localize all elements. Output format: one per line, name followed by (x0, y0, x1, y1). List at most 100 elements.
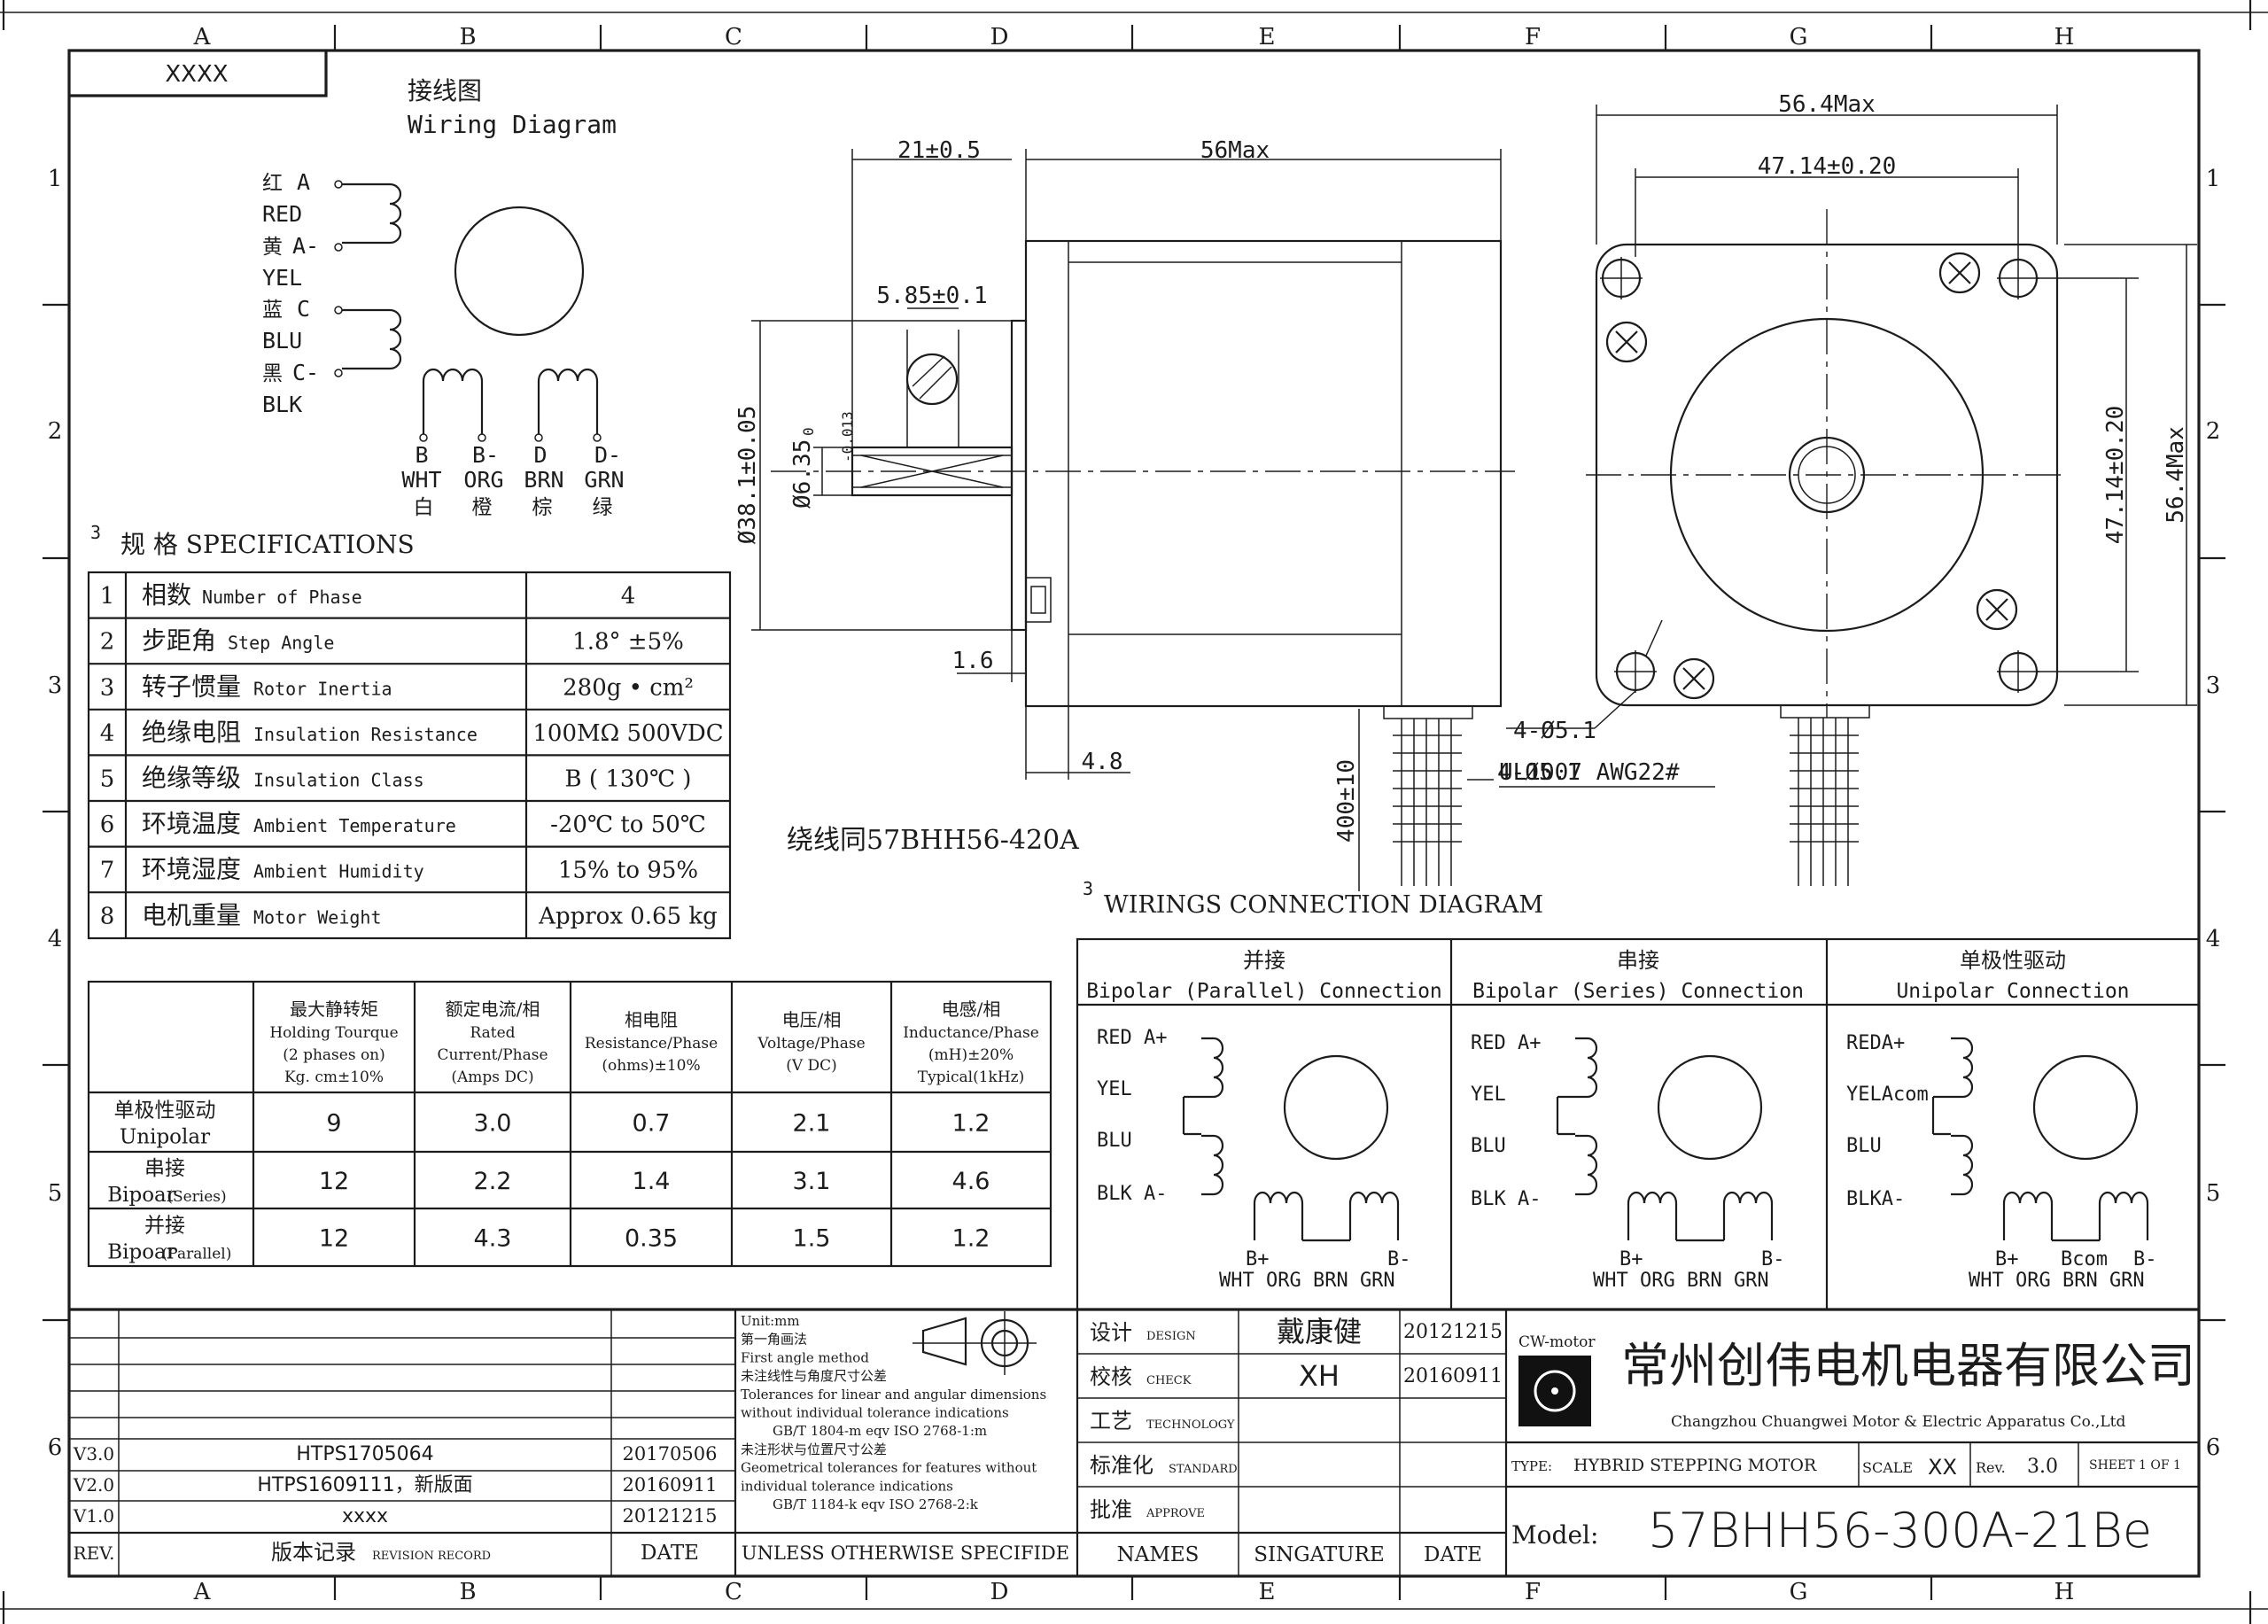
conn-pin: Bcom (2061, 1248, 2108, 1270)
row-label: 5 (48, 1180, 63, 1207)
signoff-signature: XH (1299, 1359, 1340, 1393)
conn-lead-label: BLKA- (1846, 1188, 1905, 1210)
dim-holes: 4-Ø5.1 (1497, 759, 1581, 786)
lead-cn: 黑 (262, 362, 283, 385)
perf-value: 1.2 (952, 1110, 990, 1138)
conn-lead-label: BLU (1097, 1130, 1132, 1152)
perf-row-en: Bipoar (107, 1241, 176, 1264)
perf-header: Voltage/Phase (757, 1035, 865, 1053)
col-label: H (2054, 1579, 2075, 1605)
spec-name-cn: 转子惯量 (142, 672, 241, 701)
conn-panel-title-cn: 并接 (1243, 948, 1285, 973)
tolerance-line: without individual tolerance indications (741, 1405, 1009, 1421)
row-label: 5 (2206, 1180, 2221, 1207)
col-label: F (1525, 24, 1541, 51)
perf-value: 3.0 (474, 1110, 512, 1138)
title-box: XXXX (69, 51, 328, 97)
conn-lead-label: YELAcom (1846, 1084, 1929, 1106)
lead-pin: A (297, 169, 310, 195)
row-label: 2 (48, 418, 63, 445)
spec-value: B ( 130℃ ) (565, 765, 692, 792)
conn-lead-label: YEL (1471, 1084, 1506, 1106)
perf-row-sub: (Series) (167, 1188, 226, 1206)
model-label: Model: (1511, 1520, 1598, 1550)
conn-lead-label: BLK A- (1471, 1188, 1541, 1210)
col-label: E (1259, 1579, 1276, 1605)
conn-rotor (2032, 1054, 2139, 1161)
rev-value: 3.0 (2027, 1456, 2058, 1478)
perf-value: 12 (319, 1168, 349, 1195)
dim-front-56-4: 56.4Max (1778, 91, 1876, 118)
conn-lead-label: RED A+ (1471, 1032, 1541, 1054)
perf-row-sub: (Parallel) (162, 1246, 232, 1263)
dim-front-47-14-v: 47.14±0.20 (2102, 406, 2129, 545)
perf-header: 电感/相 (942, 998, 1001, 1020)
tolerance-line: First angle method (741, 1349, 869, 1365)
col-label: B (459, 1579, 476, 1605)
spec-value: 4 (621, 583, 636, 610)
signoff-date: 20160911 (1403, 1365, 1503, 1387)
rev-record: xxxx (342, 1505, 388, 1527)
type-value: HYBRID STEPPING MOTOR (1573, 1456, 1817, 1475)
conn-rotor (1657, 1054, 1763, 1161)
perf-header: (V DC) (786, 1057, 837, 1075)
conn-colors: WHT ORG BRN GRN (1969, 1270, 2145, 1292)
winding-note: 绕线同57BHH56-420A (787, 825, 1079, 856)
conn-coil (2098, 1191, 2149, 1240)
signoff-footer-names: NAMES (1117, 1543, 1200, 1566)
lead-cn: 橙 (472, 496, 493, 519)
conn-panel-title-en: Bipolar (Series) Connection (1472, 980, 1804, 1003)
perf-row-en: Bipoar (107, 1184, 176, 1207)
spec-name-cn: 绝缘等级 (142, 763, 241, 792)
perf-row-cn: 并接 (144, 1215, 185, 1238)
spec-name-en: Step Angle (228, 633, 334, 654)
lead-en: BLK (262, 392, 302, 417)
conn-coil (1722, 1191, 1774, 1240)
conn-lead-label: YEL (1097, 1078, 1132, 1100)
spec-name-en: Ambient Humidity (253, 861, 424, 882)
tolerance-line: individual tolerance indications (741, 1478, 953, 1494)
perf-value: 3.1 (793, 1168, 831, 1195)
perf-value: 12 (319, 1225, 349, 1253)
motor-side-view: 21±0.5 56Max 5.85±0.1 1.6 4.8 Ø38.1±0.05… (734, 137, 1581, 891)
lead-en: BLU (262, 328, 302, 354)
tolerance-line: Geometrical tolerances for features with… (741, 1460, 1037, 1476)
signoff-role-cn: 设计 (1090, 1320, 1132, 1345)
col-label: G (1790, 24, 1808, 51)
lead-en: ORG (463, 467, 503, 493)
spec-name-en: Ambient Temperature (253, 815, 456, 836)
spec-no: 4 (100, 720, 115, 747)
col-label: C (725, 1579, 742, 1605)
spec-name-cn: 环境温度 (142, 809, 241, 838)
scale-value: XX (1928, 1455, 1957, 1480)
col-label: G (1790, 1579, 1808, 1605)
spec-no: 3 (100, 674, 115, 701)
rev-date: 20160911 (623, 1474, 718, 1496)
lead-pin: C- (292, 360, 319, 385)
signoff-role-en: CHECK (1146, 1374, 1192, 1387)
signoff-role-cn: 批准 (1090, 1497, 1132, 1522)
title-block: V3.0 HTPS1705064 20170506 V2.0 HTPS16091… (69, 1308, 2199, 1576)
conn-coil (1951, 1037, 1974, 1099)
perf-row-cn: 单极性驱动 (114, 1100, 216, 1123)
rev-code: V3.0 (73, 1443, 114, 1465)
rev-code: V1.0 (73, 1505, 114, 1527)
type-label: TYPE: (1511, 1458, 1552, 1474)
spec-name-cn: 电机重量 (142, 900, 241, 929)
spec-value: 280g • cm² (563, 674, 694, 701)
perf-header: (mH)±20% (928, 1046, 1014, 1064)
spec-name-en: Motor Weight (253, 906, 382, 928)
perf-header: Inductance/Phase (903, 1024, 1039, 1042)
perf-value: 0.35 (625, 1225, 678, 1253)
perf-value: 1.4 (633, 1168, 671, 1195)
conn-coil (1951, 1134, 1974, 1196)
tolerance-line: 第一角画法 (741, 1332, 807, 1348)
conn-lead-label: REDA+ (1846, 1032, 1905, 1054)
spec-value: 15% to 95% (558, 858, 698, 884)
perf-header: Resistance/Phase (585, 1035, 718, 1053)
perf-value: 1.5 (793, 1225, 831, 1253)
spec-name-cn: 环境湿度 (142, 855, 241, 884)
